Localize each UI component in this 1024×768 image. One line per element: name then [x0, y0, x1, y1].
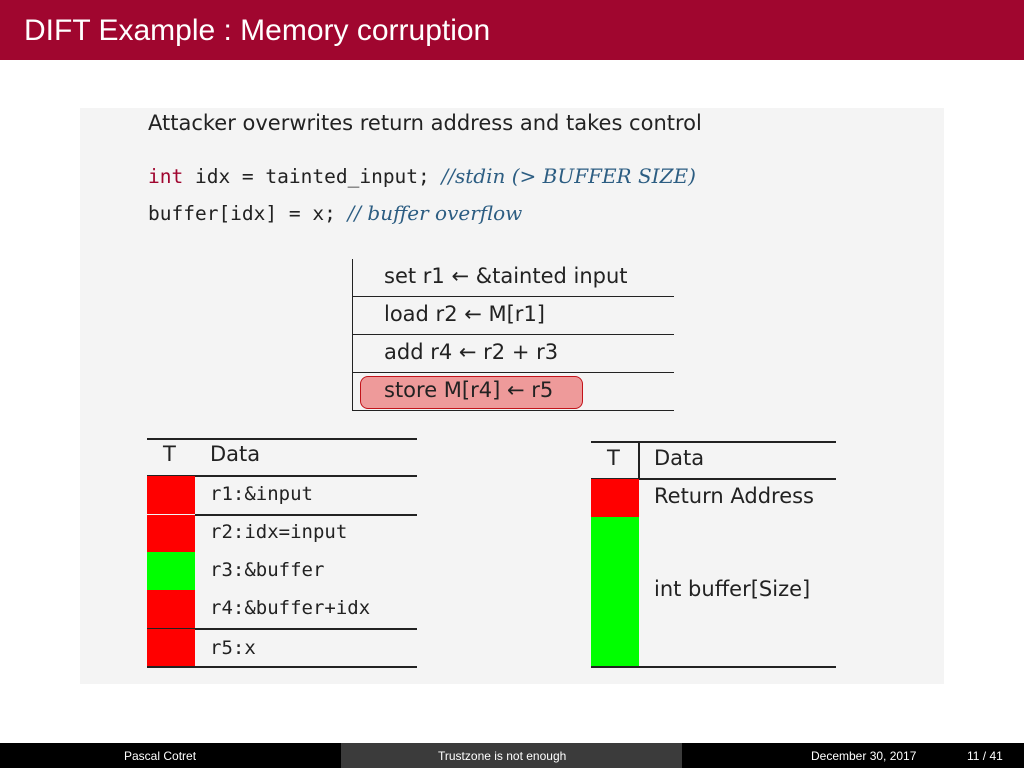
column-header-taint: T [163, 442, 176, 466]
footer-author-segment: Pascal Cotret [0, 743, 341, 768]
instruction-text: set r1 ← &tainted input [384, 264, 628, 288]
code-comment: // buffer overflow [347, 201, 523, 225]
code-keyword: int [148, 165, 184, 188]
register-label: r1:&input [210, 483, 313, 505]
slide-caption: Attacker overwrites return address and t… [148, 111, 702, 135]
register-label: r3:&buffer [210, 559, 325, 581]
taint-cell-red [147, 476, 195, 514]
table-rule [638, 441, 640, 478]
register-taint-table: T Data r1:&input r2:idx=input r3:&buffer… [147, 438, 417, 668]
column-header-data: Data [654, 446, 705, 470]
instruction-row-highlighted: store M[r4] ← r5 [353, 373, 674, 411]
instruction-row: add r4 ← r2 + r3 [353, 335, 674, 373]
code-line-2: buffer[idx] = x; // buffer overflow [148, 201, 522, 225]
table-rule [591, 666, 836, 668]
instruction-row: set r1 ← &tainted input [353, 259, 674, 297]
table-rule [591, 441, 836, 443]
memory-label: Return Address [654, 484, 814, 508]
taint-cell-red [147, 629, 195, 666]
instruction-text: load r2 ← M[r1] [384, 302, 545, 326]
code-statement: buffer[idx] = x; [148, 202, 348, 225]
column-header-taint: T [607, 446, 620, 470]
slide-header: DIFT Example : Memory corruption [0, 0, 1024, 60]
register-label: r4:&buffer+idx [210, 597, 371, 619]
slide-title: DIFT Example : Memory corruption [24, 14, 491, 47]
register-label: r5:x [210, 637, 256, 659]
taint-cell-red [147, 515, 195, 552]
footer-page-number: 11 / 41 [967, 749, 1003, 763]
code-comment: //stdin (> BUFFER SIZE) [441, 164, 696, 188]
footer-title-segment: Trustzone is not enough [341, 743, 682, 768]
footer-date-segment: December 30, 2017 11 / 41 [682, 743, 1024, 768]
column-header-data: Data [210, 442, 261, 466]
taint-cell-green [147, 552, 195, 590]
instruction-text: store M[r4] ← r5 [384, 378, 554, 402]
footer-title: Trustzone is not enough [438, 749, 567, 763]
code-line-1: int idx = tainted_input; //stdin (> BUFF… [148, 164, 696, 188]
memory-taint-table: T Data Return Address int buffer[Size] [591, 441, 836, 668]
register-label: r2:idx=input [210, 521, 348, 543]
table-rule [591, 478, 836, 480]
instruction-highlight [360, 376, 583, 409]
taint-cell-red [147, 590, 195, 629]
table-rule [147, 438, 417, 440]
footer-date: December 30, 2017 [811, 749, 917, 763]
taint-cell-green [591, 517, 639, 666]
taint-cell-red [591, 479, 639, 517]
code-statement: idx = tainted_input; [183, 165, 442, 188]
slide-footer: Pascal Cotret Trustzone is not enough De… [0, 743, 1024, 768]
footer-author: Pascal Cotret [124, 749, 197, 763]
table-rule [195, 514, 417, 516]
table-rule [147, 475, 417, 477]
instruction-row: load r2 ← M[r1] [353, 297, 674, 335]
table-rule [147, 666, 417, 668]
instruction-table: set r1 ← &tainted input load r2 ← M[r1] … [352, 259, 674, 411]
instruction-text: add r4 ← r2 + r3 [384, 340, 559, 364]
memory-label: int buffer[Size] [654, 577, 811, 601]
table-rule [147, 628, 417, 630]
